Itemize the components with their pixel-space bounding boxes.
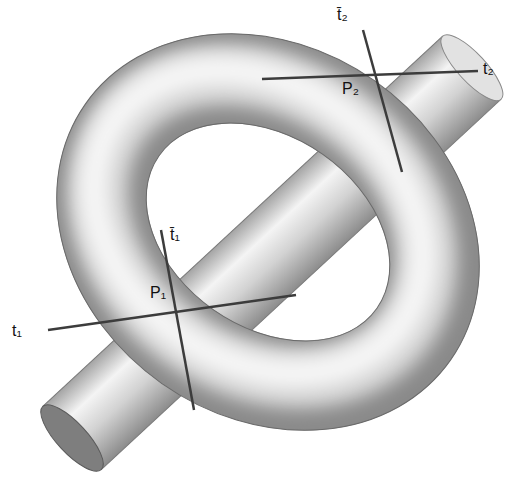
point-label: P₁: [150, 284, 166, 302]
tangent-label: t̄₁: [170, 226, 180, 244]
tangent-label: t̄₂: [337, 6, 348, 24]
point-label: P₂: [342, 80, 359, 98]
tangent-label: t₂: [483, 60, 494, 78]
tangent-lines: [48, 30, 478, 410]
tangent-label: t₁: [12, 322, 22, 340]
